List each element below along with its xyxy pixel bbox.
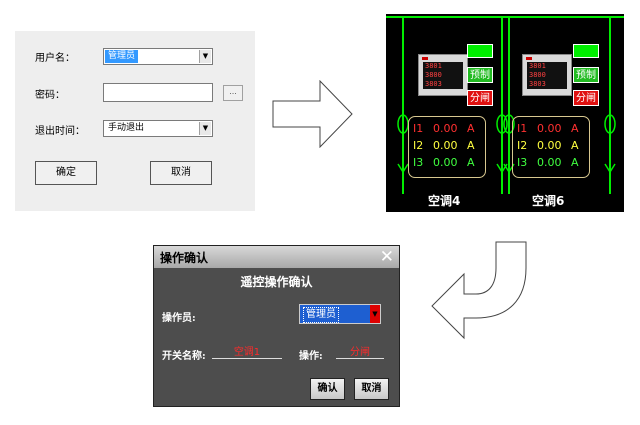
chevron-down-icon[interactable]: ▼ [199, 50, 211, 63]
logout-time-label: 退出时间： [35, 126, 85, 137]
confirm-button[interactable]: 确认 [310, 378, 345, 400]
meter-reading: 3803 [425, 80, 442, 88]
browse-button[interactable]: ... [223, 85, 243, 101]
username-selected: 管理员 [105, 50, 139, 63]
close-icon[interactable]: ✕ [379, 247, 394, 267]
right-arrow-icon [272, 80, 353, 148]
curved-arrow-icon [431, 241, 527, 340]
operator-label: 操作员: [162, 313, 196, 324]
power-meter: 3801 3800 3803 [522, 54, 572, 96]
confirm-dialog: 操作确认 ✕ 遥控操作确认 操作员: 管理员 ▼ 开关名称: 空调1 操作: 分… [153, 245, 400, 407]
password-field[interactable] [103, 83, 213, 102]
logout-time-select[interactable]: 手动退出 ▼ [103, 120, 213, 137]
password-label: 密码： [35, 90, 65, 101]
operator-select[interactable]: 管理员 ▼ [299, 304, 381, 324]
meter-reading: 3801 [529, 62, 546, 70]
dialog-cancel-button[interactable]: 取消 [354, 378, 389, 400]
logout-time-selected: 手动退出 [108, 123, 145, 133]
username-select[interactable]: 管理员 ▼ [103, 48, 213, 65]
open-switch-button[interactable]: 分闸 [573, 90, 599, 106]
dialog-titlebar: 操作确认 ✕ [154, 246, 399, 268]
login-panel: 用户名： 管理员 ▼ 密码： ... 退出时间： 手动退出 ▼ 确定 取消 [15, 31, 255, 211]
operation-value: 分闸 [336, 343, 384, 359]
preset-button[interactable]: 预制 [467, 67, 493, 83]
switch-name-label: 开关名称: [162, 351, 206, 362]
unit-name: 空调6 [532, 194, 565, 208]
bus-lines [386, 16, 624, 194]
power-meter: 3801 3800 3803 [418, 54, 468, 96]
meter-reading: 3800 [425, 71, 442, 79]
status-indicator [467, 44, 493, 58]
operation-label: 操作: [299, 351, 323, 362]
dialog-title: 操作确认 [160, 251, 209, 265]
meter-reading: 3801 [425, 62, 442, 70]
ok-button[interactable]: 确定 [35, 161, 97, 185]
operator-selected: 管理员 [303, 307, 339, 323]
open-switch-button[interactable]: 分闸 [467, 90, 493, 106]
preset-button[interactable]: 预制 [573, 67, 599, 83]
chevron-down-icon[interactable]: ▼ [199, 122, 211, 135]
cancel-button[interactable]: 取消 [150, 161, 212, 185]
username-label: 用户名： [35, 53, 75, 64]
unit-name: 空调4 [428, 194, 461, 208]
meter-reading: 3803 [529, 80, 546, 88]
dialog-heading: 遥控操作确认 [240, 275, 313, 289]
meter-reading: 3800 [529, 71, 546, 79]
chevron-down-icon[interactable]: ▼ [370, 305, 380, 323]
status-indicator [573, 44, 599, 58]
switch-name-value: 空调1 [212, 343, 282, 359]
